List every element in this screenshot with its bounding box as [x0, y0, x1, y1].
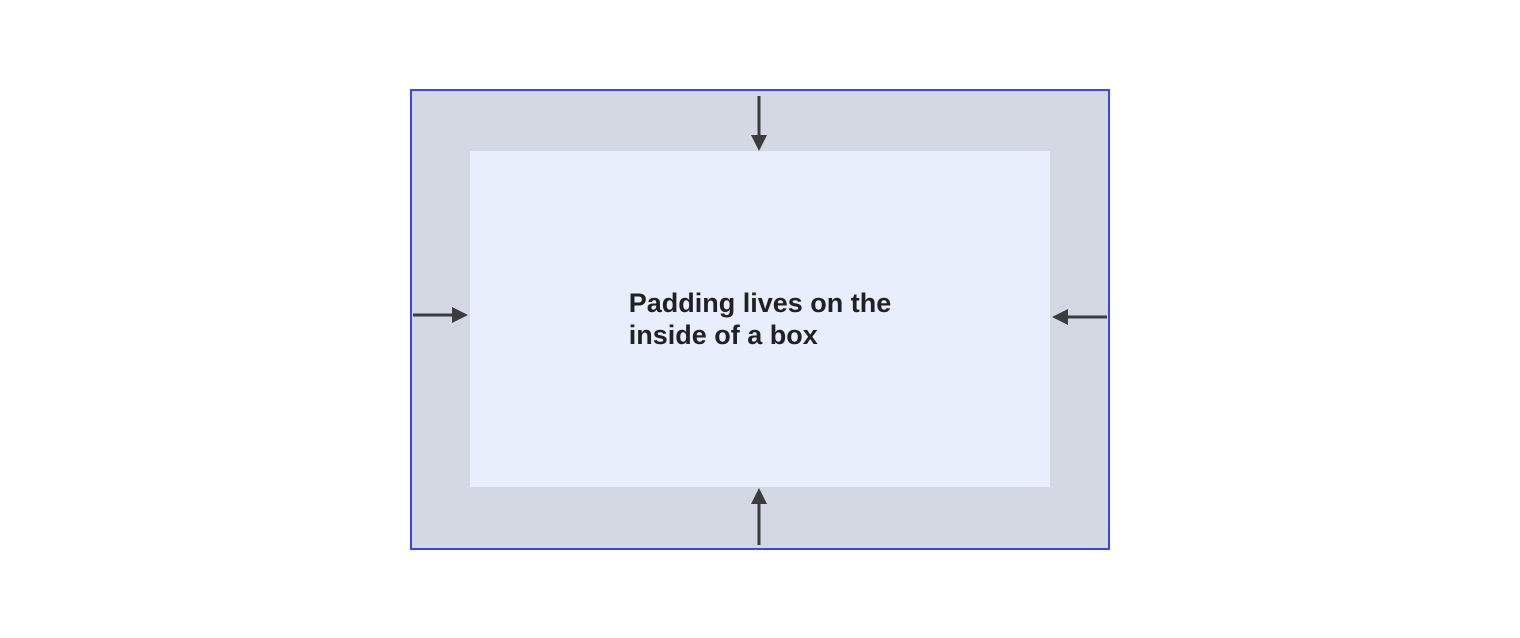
- padding-label: Padding lives on the inside of a box: [629, 287, 892, 351]
- padding-label-line1: Padding lives on the: [628, 288, 892, 318]
- padding-label-line2: inside of a box: [628, 320, 818, 350]
- right-arrow-icon: [413, 307, 468, 323]
- left-arrow-icon: [1052, 309, 1107, 325]
- inner-content-box: Padding lives on the inside of a box: [470, 151, 1050, 487]
- up-arrow-icon: [751, 488, 767, 545]
- down-arrow-icon: [751, 96, 767, 151]
